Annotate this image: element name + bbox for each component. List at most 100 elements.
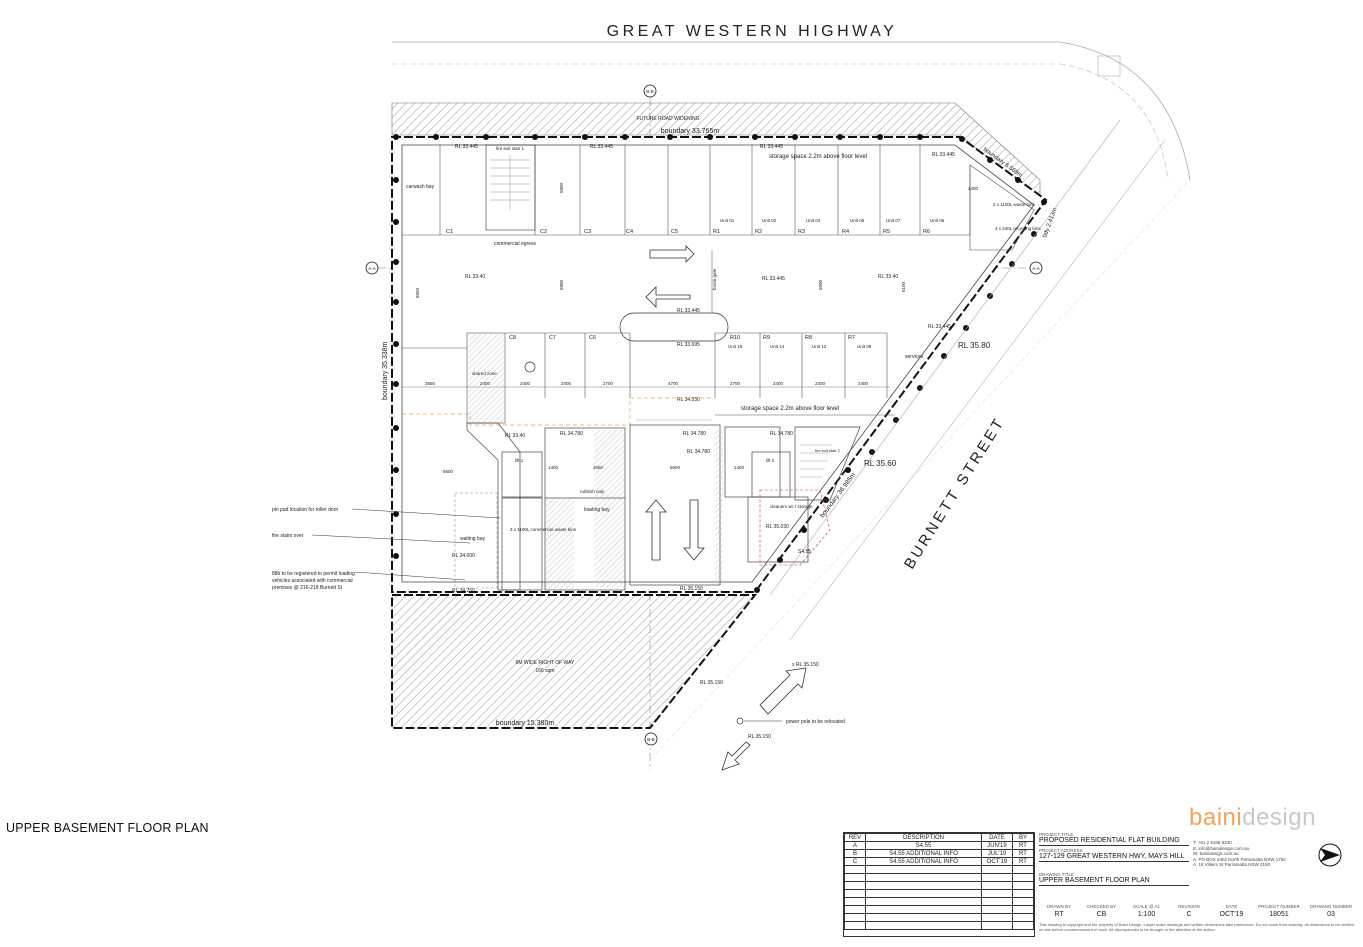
bay-mid: C8 bbox=[509, 335, 516, 341]
waste-bins-label: 2 x 1100L waste bins bbox=[993, 202, 1036, 207]
rl-label: RL 34.530 bbox=[677, 397, 700, 403]
bay-top: R5 bbox=[883, 229, 890, 235]
bay-top: C4 bbox=[626, 229, 633, 235]
firm-contact: T: +61 2 9188 8230 E: info@bainidesign.c… bbox=[1193, 840, 1286, 867]
title-block: REV DESCRIPTION DATE BY A S4.55 JUN'19 R… bbox=[843, 804, 1358, 937]
bay-top: C1 bbox=[446, 229, 453, 235]
rl-label: RL 33.445 bbox=[677, 308, 700, 314]
rev-cell: S4.55 ADDITIONAL INFO bbox=[865, 849, 982, 858]
boom-gate-label: boom gate bbox=[712, 268, 717, 290]
accessible-parking-icon bbox=[524, 361, 536, 373]
unit-top: Unit 04 bbox=[806, 218, 821, 223]
commercial-bins-label: 3 x 1100L commercial waste bins bbox=[510, 527, 577, 532]
carwash-label: carwash bay bbox=[406, 184, 435, 190]
rev-cell: JUL'19 bbox=[981, 849, 1013, 858]
boundary-bottom-label: boundary 15.380m bbox=[496, 720, 555, 727]
power-pole-callout: power pole to be relocated bbox=[786, 719, 845, 725]
rev-header: BY bbox=[1012, 833, 1034, 842]
rl-label: RL 35.150 bbox=[700, 680, 723, 686]
rl-large: RL 35.80 bbox=[958, 341, 991, 350]
registration-callout-2: vehicles associated with commercial bbox=[272, 578, 353, 584]
rl-label: RL 33.445 bbox=[928, 324, 951, 330]
revision: C bbox=[1186, 911, 1192, 918]
rev-header: DESCRIPTION bbox=[865, 833, 982, 842]
future-road-label: FUTURE ROAD WIDENING bbox=[636, 116, 699, 122]
rev-header: REV bbox=[844, 833, 866, 842]
rl-label: RL 33.445 bbox=[932, 152, 955, 158]
lift-1-label: lift 1 bbox=[515, 458, 524, 463]
rl-label: x RL 35.150 bbox=[792, 662, 819, 668]
table-row: A S4.55 JUN'19 RT bbox=[844, 841, 1034, 850]
dimension: 1400 bbox=[968, 186, 979, 191]
dimension: 2700 bbox=[603, 381, 614, 386]
svg-text:A-A: A-A bbox=[368, 266, 376, 271]
right-of-way-area: 166 sqm bbox=[535, 668, 554, 674]
services-label: services bbox=[905, 354, 924, 360]
drawing-title-label: DRAWING TITLE bbox=[1039, 872, 1075, 877]
rl-label: RL 33.40 bbox=[505, 433, 525, 439]
dimension: 5800 bbox=[559, 279, 564, 290]
svg-text:B-B: B-B bbox=[646, 89, 654, 94]
registration-callout-1: 88b to be registered to permit loading bbox=[272, 571, 355, 577]
rubbish-label: rubbish only bbox=[580, 489, 605, 494]
bay-mid: C7 bbox=[549, 335, 556, 341]
unit-top: Unit 06 bbox=[930, 218, 945, 223]
rl-label: RL 33.445 bbox=[590, 144, 613, 150]
boundary-corner-b: bdy 2.413m bbox=[1042, 207, 1058, 239]
rev-cell: RT bbox=[1012, 857, 1034, 866]
s455-label: S4.55 bbox=[798, 549, 811, 555]
unit-top: Unit 05 bbox=[850, 218, 865, 223]
drawing-number: 03 bbox=[1327, 911, 1335, 918]
bay-top: C3 bbox=[584, 229, 591, 235]
dimension: 2400 bbox=[858, 381, 869, 386]
rev-cell: S4.55 ADDITIONAL INFO bbox=[865, 857, 982, 866]
loading-bay-label: loading bay bbox=[584, 507, 610, 513]
bay-top: R3 bbox=[798, 229, 805, 235]
table-row: C S4.55 ADDITIONAL INFO OCT'19 RT bbox=[844, 857, 1034, 866]
rl-label: RL 33.445 bbox=[455, 144, 478, 150]
fire-stair-2-label: fire exit stair 2 bbox=[815, 448, 841, 453]
rev-cell: S4.55 bbox=[865, 841, 982, 850]
plan-title: UPPER BASEMENT FLOOR PLAN bbox=[6, 821, 209, 835]
project-title-label: PROJECT TITLE bbox=[1039, 832, 1074, 837]
rev-cell: B bbox=[844, 849, 866, 858]
pin-pad-callout: pin pad location for roller door bbox=[272, 507, 338, 513]
section-marker-bb-bottom: B-B bbox=[644, 732, 658, 746]
bay-mid: C6 bbox=[589, 335, 596, 341]
recycling-label: 4 x 240L recycling bins bbox=[995, 226, 1041, 231]
project-address-label: PROJECT ADDRESS bbox=[1039, 848, 1083, 853]
building-outline bbox=[391, 136, 1048, 593]
dimension: 2700 bbox=[730, 381, 741, 386]
dimension: 2400 bbox=[773, 381, 784, 386]
bay-mid: R7 bbox=[848, 335, 855, 341]
scale: 1:100 bbox=[1137, 911, 1156, 918]
firm-block: bainidesign T: +61 2 9188 8230 E: info@b… bbox=[1189, 804, 1358, 907]
storage-top-label: storage space 2.2m above floor level bbox=[769, 154, 867, 160]
bay-top: R4 bbox=[842, 229, 849, 235]
svg-text:A-A: A-A bbox=[1032, 266, 1040, 271]
rev-cell: RT bbox=[1012, 841, 1034, 850]
rev-cell: JUN'19 bbox=[981, 841, 1013, 850]
cleaners-label: cleaners wc / storage bbox=[770, 504, 813, 509]
copyright-note: This drawing is copyright and the proper… bbox=[1039, 922, 1354, 932]
unit-mid: Unit 12 bbox=[812, 344, 827, 349]
section-marker-aa-right: A-A bbox=[1029, 261, 1043, 275]
dimension: 3550 bbox=[425, 381, 436, 386]
rl-label: RL 34.780 bbox=[687, 449, 710, 455]
rl-label: RL 35.030 bbox=[766, 524, 789, 530]
firm-logo: bainidesign bbox=[1189, 804, 1316, 831]
unit-top: Unit 01 bbox=[720, 218, 735, 223]
dimension: 2400 bbox=[520, 381, 531, 386]
rl-label: RL 33.445 bbox=[762, 276, 785, 282]
road-label-top: GREAT WESTERN HIGHWAY bbox=[607, 23, 898, 40]
rev-cell: A bbox=[844, 841, 866, 850]
fire-stair-1-label: fire exit stair 1 bbox=[496, 146, 525, 151]
dimension: 6100 bbox=[901, 281, 906, 292]
dimension: 4700 bbox=[668, 381, 679, 386]
rl-label: RL 34.250 bbox=[452, 588, 475, 594]
bay-top: R2 bbox=[755, 229, 762, 235]
bay-mid: R8 bbox=[805, 335, 812, 341]
rl-label: RL 34.780 bbox=[770, 431, 793, 437]
